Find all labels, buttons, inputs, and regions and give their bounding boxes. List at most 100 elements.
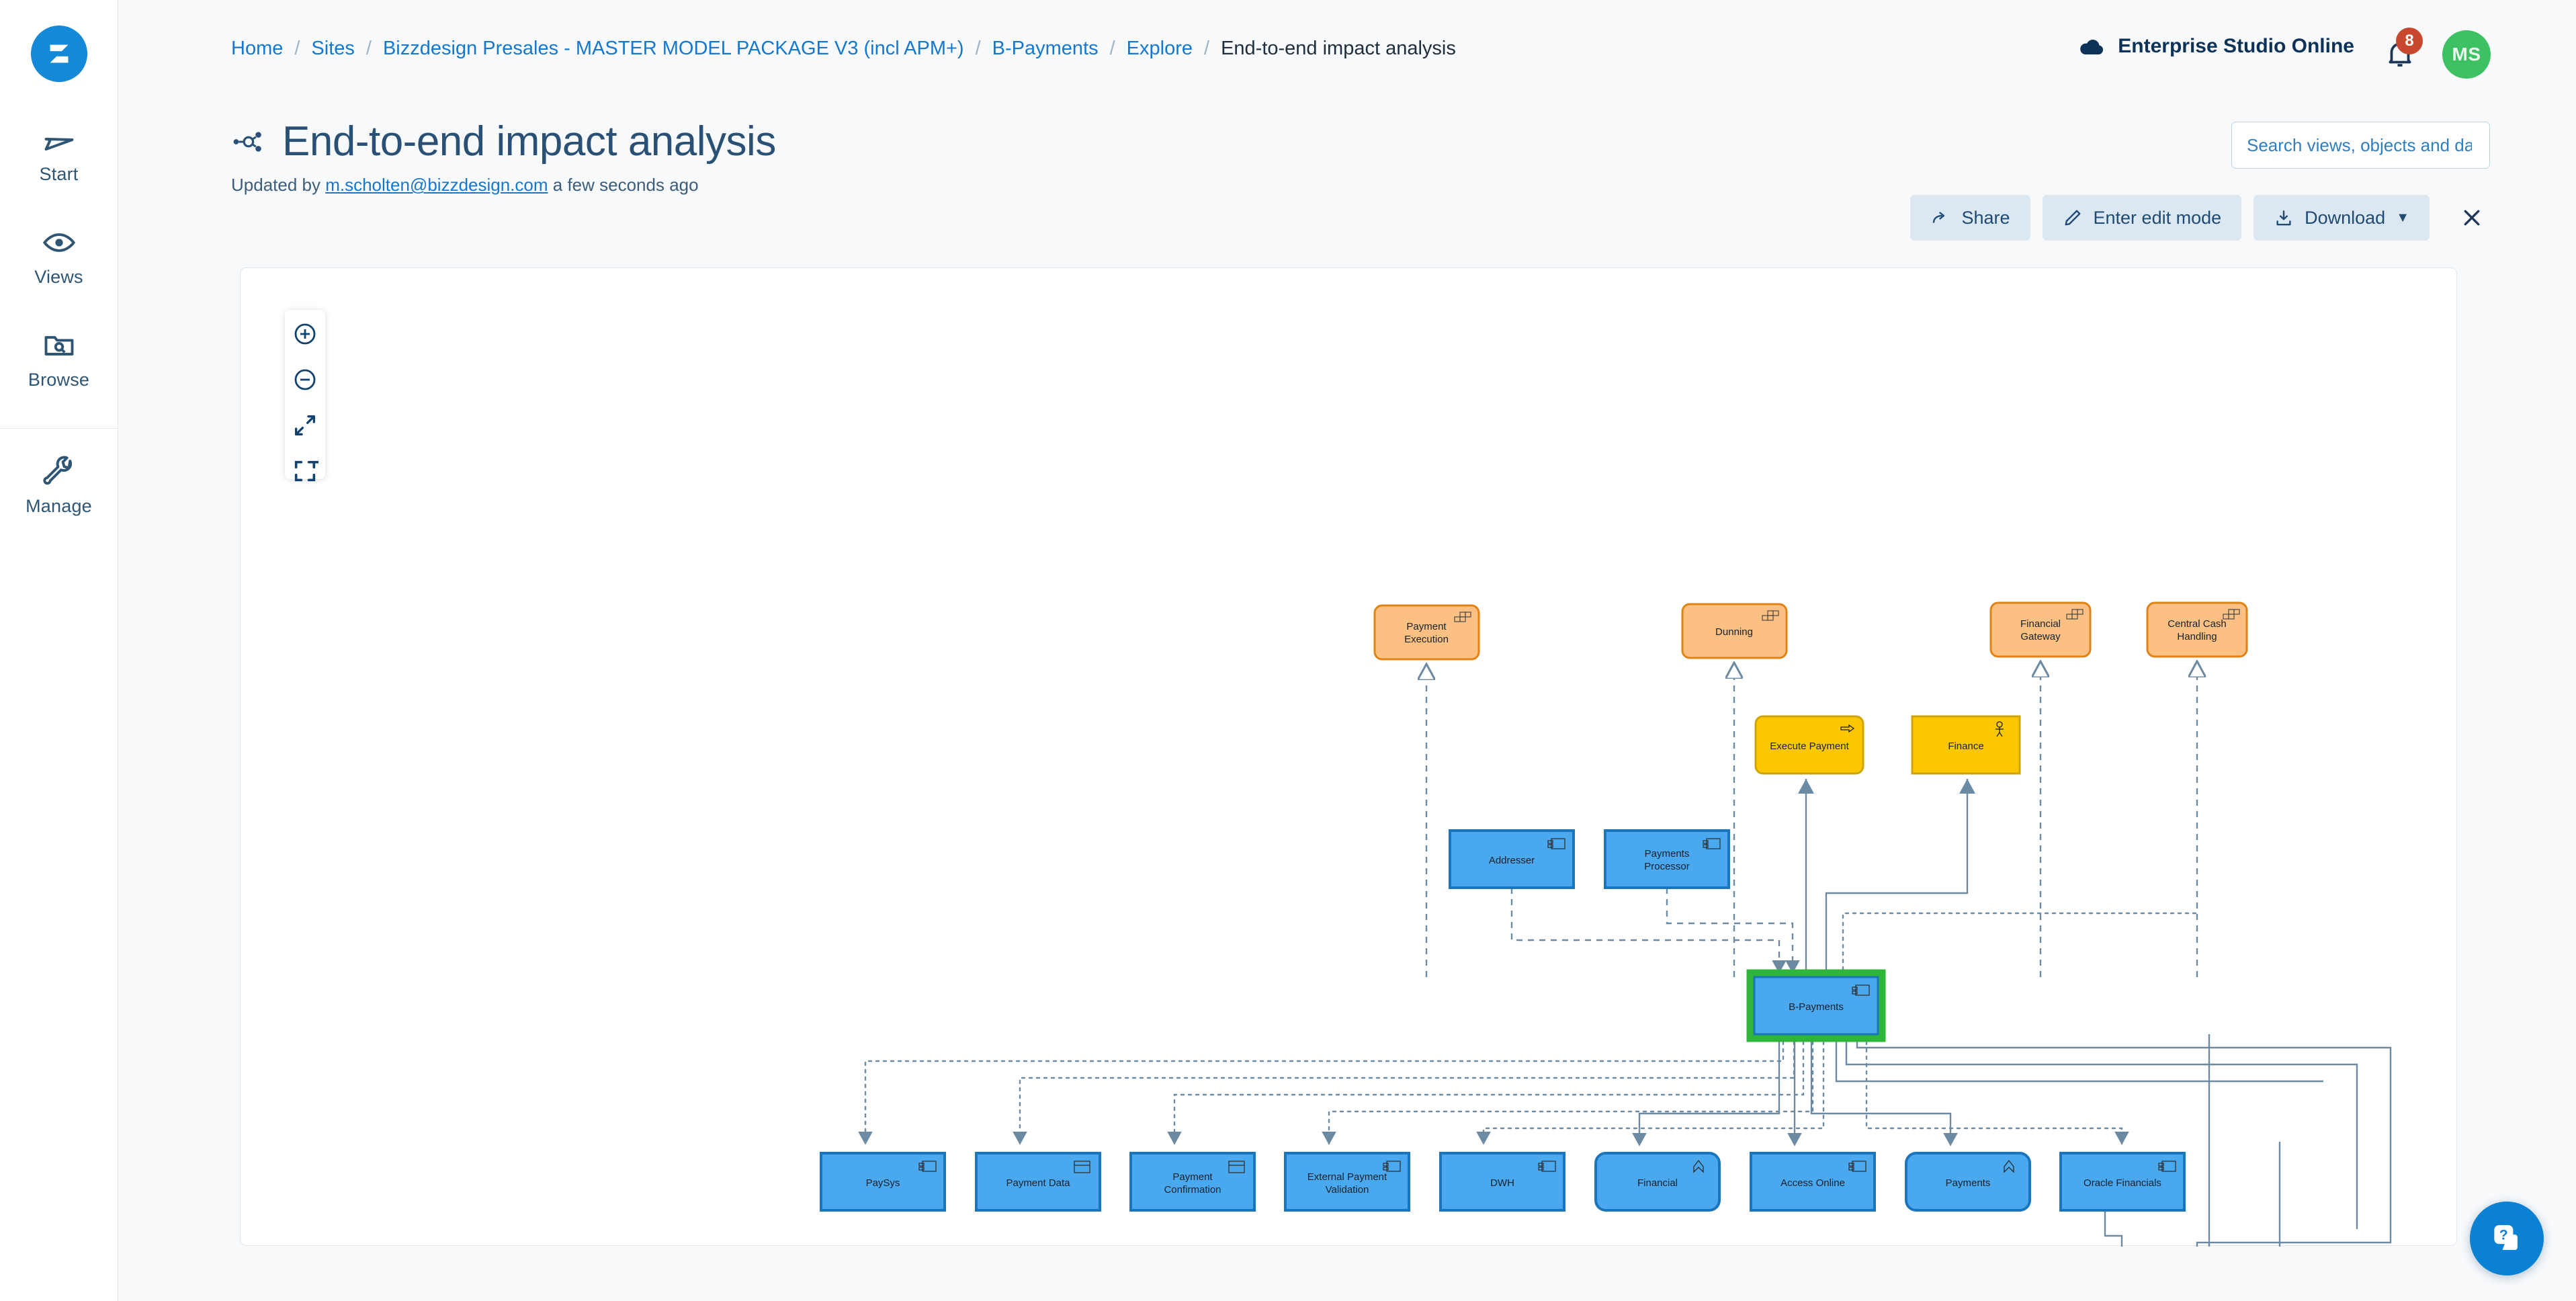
notification-badge: 8 <box>2396 28 2423 54</box>
node-access-online[interactable] <box>1750 1152 1876 1212</box>
enter-edit-mode-button[interactable]: Enter edit mode <box>2042 195 2242 241</box>
breadcrumb-item-model-package[interactable]: Bizzdesign Presales - MASTER MODEL PACKA… <box>382 38 964 59</box>
node-label: External Payment <box>1307 1171 1387 1183</box>
sidebar-divider <box>0 428 118 429</box>
paper-plane-icon <box>44 137 73 151</box>
node-dwh[interactable] <box>1439 1152 1565 1212</box>
bizzdesign-logo-icon <box>50 44 68 63</box>
search-input[interactable] <box>2247 134 2472 156</box>
top-bar: Home / Sites / Bizzdesign Presales - MAS… <box>118 0 2576 104</box>
capability-icon <box>2223 609 2240 620</box>
node-payment-data[interactable] <box>975 1152 1101 1212</box>
app-logo[interactable] <box>30 26 87 82</box>
canvas-zoom-controls <box>285 310 325 482</box>
network-nodes-icon <box>233 131 261 152</box>
component-icon <box>2158 1161 2176 1172</box>
node-b-payments[interactable]: B-Payments <box>1746 969 1886 1042</box>
node-payment-execution[interactable] <box>1373 604 1480 661</box>
wrench-icon <box>42 456 72 485</box>
breadcrumb-item-home[interactable]: Home <box>231 38 284 59</box>
node-label: Financial <box>2020 618 2061 630</box>
search-bar[interactable] <box>2231 122 2490 169</box>
breadcrumb-separator: / <box>975 38 981 59</box>
full-screen-button[interactable] <box>290 458 320 485</box>
page-header: End-to-end impact analysis Updated by m.… <box>231 118 776 196</box>
breadcrumb-separator: / <box>294 38 300 59</box>
component-icon <box>1848 1161 1866 1172</box>
breadcrumb-item-sites[interactable]: Sites <box>311 38 355 59</box>
expand-diagonal-icon <box>295 415 315 435</box>
node-label: Confirmation <box>1164 1184 1221 1195</box>
node-label: Access Online <box>1780 1177 1845 1189</box>
node-central-cash-handling[interactable] <box>2146 601 2248 658</box>
folder-search-icon <box>44 336 73 355</box>
chevron-down-icon: ▼ <box>2396 210 2409 225</box>
node-addresser[interactable] <box>1449 829 1575 889</box>
eye-icon <box>42 233 75 252</box>
share-icon <box>1933 212 1945 223</box>
node-label: Addresser <box>1489 855 1535 866</box>
left-nav-rail: Start Views Browse Manage <box>0 0 118 1301</box>
breadcrumb-separator: / <box>1109 38 1115 59</box>
share-button[interactable]: Share <box>1910 195 2030 241</box>
node-label: Payment Data <box>1006 1177 1070 1189</box>
updated-by-user-link[interactable]: m.scholten@bizzdesign.com <box>325 175 548 195</box>
updated-prefix: Updated by <box>231 175 320 195</box>
breadcrumb-item-b-payments[interactable]: B-Payments <box>992 38 1099 59</box>
node-payments[interactable] <box>1905 1152 2031 1212</box>
download-icon <box>2276 210 2291 226</box>
minus-circle-icon <box>294 369 316 390</box>
node-label: Gateway <box>2020 631 2061 642</box>
node-payment-confirmation[interactable] <box>1129 1152 1256 1212</box>
impact-analysis-diagram[interactable]: Payment Execution Dunning Financial Gate… <box>241 268 2456 1301</box>
node-paysys[interactable] <box>820 1152 946 1212</box>
fit-to-screen-button[interactable] <box>290 412 320 439</box>
breadcrumb-item-explore[interactable]: Explore <box>1126 38 1193 59</box>
node-financial[interactable] <box>1594 1152 1721 1212</box>
component-icon <box>1538 1161 1556 1172</box>
sidebar-item-views[interactable]: Views <box>0 225 118 288</box>
node-label: Payments <box>1645 848 1690 859</box>
node-finance[interactable] <box>1911 715 2021 775</box>
sidebar-item-browse[interactable]: Browse <box>0 328 118 390</box>
pencil-icon <box>2065 210 2080 226</box>
node-label: B-Payments <box>1789 1001 1844 1013</box>
page-subtitle: Updated by m.scholten@bizzdesign.com a f… <box>231 175 776 196</box>
diagram-svg: Payment Execution Dunning Financial Gate… <box>820 601 2392 1301</box>
product-brand: Enterprise Studio Online <box>2077 35 2354 58</box>
view-toolbar: Share Enter edit mode Download ▼ <box>1910 195 2493 241</box>
zoom-out-button[interactable] <box>290 366 320 393</box>
function-icon <box>2004 1159 2014 1173</box>
sidebar-item-browse-label: Browse <box>28 370 90 390</box>
zoom-in-button[interactable] <box>290 321 320 347</box>
download-button[interactable]: Download ▼ <box>2253 195 2430 241</box>
help-chat-button[interactable]: ? <box>2470 1202 2544 1275</box>
actor-icon <box>1995 721 2004 737</box>
component-icon <box>918 1161 937 1172</box>
node-label: Financial <box>1637 1177 1678 1189</box>
node-label: Dunning <box>1715 626 1753 638</box>
help-chat-icon: ? <box>2494 1225 2518 1251</box>
node-label: Handling <box>2177 631 2217 642</box>
capability-icon <box>1454 612 1471 622</box>
close-view-button[interactable] <box>2451 197 2493 239</box>
node-label: Payment <box>1172 1171 1213 1183</box>
avatar[interactable]: MS <box>2442 30 2491 79</box>
sidebar-item-manage[interactable]: Manage <box>0 454 118 517</box>
sidebar-item-views-label: Views <box>34 267 83 287</box>
sidebar-item-start[interactable]: Start <box>0 122 118 185</box>
node-external-payment-validation[interactable] <box>1284 1152 1410 1212</box>
node-oracle-financials[interactable] <box>2059 1152 2186 1212</box>
node-execute-payment[interactable] <box>1754 715 1864 775</box>
node-label: PaySys <box>866 1177 900 1189</box>
node-financial-gateway[interactable] <box>1989 601 2092 658</box>
node-payments-processor[interactable] <box>1604 829 1730 889</box>
product-name: Enterprise Studio Online <box>2118 35 2354 57</box>
svg-text:?: ? <box>2499 1227 2508 1243</box>
diagram-canvas-card: Payment Execution Dunning Financial Gate… <box>240 267 2457 1301</box>
node-dunning[interactable] <box>1681 603 1788 659</box>
plus-circle-icon <box>294 323 316 345</box>
breadcrumb-separator: / <box>366 38 372 59</box>
breadcrumb-separator: / <box>1204 38 1210 59</box>
component-icon <box>1383 1161 1401 1172</box>
